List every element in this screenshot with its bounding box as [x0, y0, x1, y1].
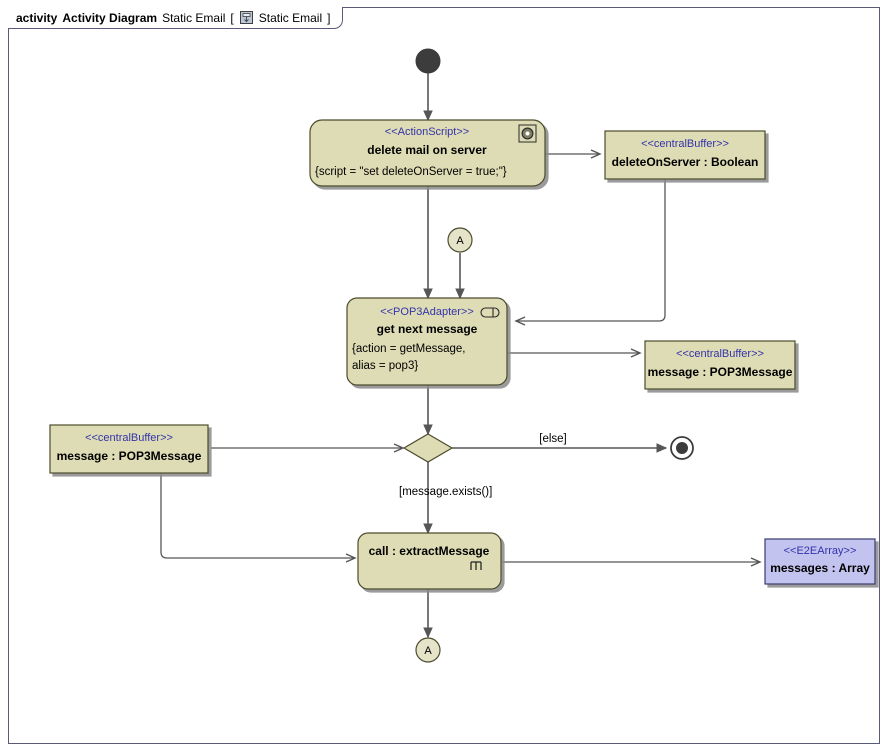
node-title: message : POP3Message — [648, 365, 793, 379]
node-title: get next message — [377, 322, 478, 336]
decision-node[interactable] — [402, 433, 454, 463]
node-title: messages : Array — [770, 561, 870, 575]
diagram-frame-tab[interactable]: activity Activity Diagram Static Email [… — [8, 7, 344, 29]
frame-bracket-open: [ — [230, 10, 234, 25]
initial-node[interactable] — [415, 48, 441, 74]
action-script-icon — [518, 124, 537, 143]
frame-bracket-close: ] — [327, 10, 331, 25]
node-delete-mail-on-server[interactable]: <<ActionScript>> delete mail on server {… — [309, 119, 546, 187]
node-title: call : extractMessage — [369, 544, 490, 558]
node-message-buffer-left[interactable]: <<centralBuffer>> message : POP3Message — [49, 424, 209, 474]
edge-label-message-exists: [message.exists()] — [399, 486, 492, 498]
activity-final-node[interactable] — [670, 436, 694, 460]
frame-type-label: Activity Diagram — [62, 10, 158, 25]
frame-inner-name-label: Static Email — [258, 10, 323, 25]
node-property: {script = "set deleteOnServer = true;"} — [315, 166, 507, 178]
node-message-buffer-right[interactable]: <<centralBuffer>> message : POP3Message — [644, 340, 796, 390]
frame-kind-label: activity — [16, 10, 58, 25]
connector-label: A — [456, 235, 464, 247]
node-stereotype: <<E2EArray>> — [784, 545, 857, 557]
node-stereotype: <<centralBuffer>> — [676, 348, 764, 360]
frame-name-label: Static Email — [162, 10, 226, 25]
node-get-next-message[interactable]: <<POP3Adapter>> get next message {action… — [346, 297, 508, 386]
edge-layer — [160, 73, 762, 639]
node-title: delete mail on server — [367, 143, 487, 157]
node-title: deleteOnServer : Boolean — [612, 155, 759, 169]
node-call-extract-message[interactable]: call : extractMessage — [357, 532, 502, 590]
node-messages-array[interactable]: <<E2EArray>> messages : Array — [764, 538, 876, 585]
node-stereotype: <<centralBuffer>> — [641, 138, 729, 150]
node-property-line2: alias = pop3} — [352, 360, 418, 372]
node-property-line1: {action = getMessage, — [352, 343, 465, 355]
edge-label-else: [else] — [539, 433, 567, 445]
edge-message-buffer-left-to-call — [160, 459, 357, 563]
connector-label: A — [424, 645, 432, 657]
node-stereotype: <<POP3Adapter>> — [380, 306, 474, 318]
node-title: message : POP3Message — [57, 449, 202, 463]
adapter-pin-icon — [480, 307, 500, 318]
call-behavior-rake-icon — [470, 561, 482, 570]
connector-a-bottom[interactable]: A — [415, 637, 441, 663]
edge-buffer-delete-to-get-next — [514, 179, 666, 326]
node-delete-on-server-buffer[interactable]: <<centralBuffer>> deleteOnServer : Boole… — [604, 130, 766, 180]
activity-diagram-icon — [239, 9, 253, 24]
node-stereotype: <<centralBuffer>> — [85, 432, 173, 444]
connector-a-top[interactable]: A — [447, 227, 473, 253]
node-stereotype: <<ActionScript>> — [385, 126, 469, 138]
